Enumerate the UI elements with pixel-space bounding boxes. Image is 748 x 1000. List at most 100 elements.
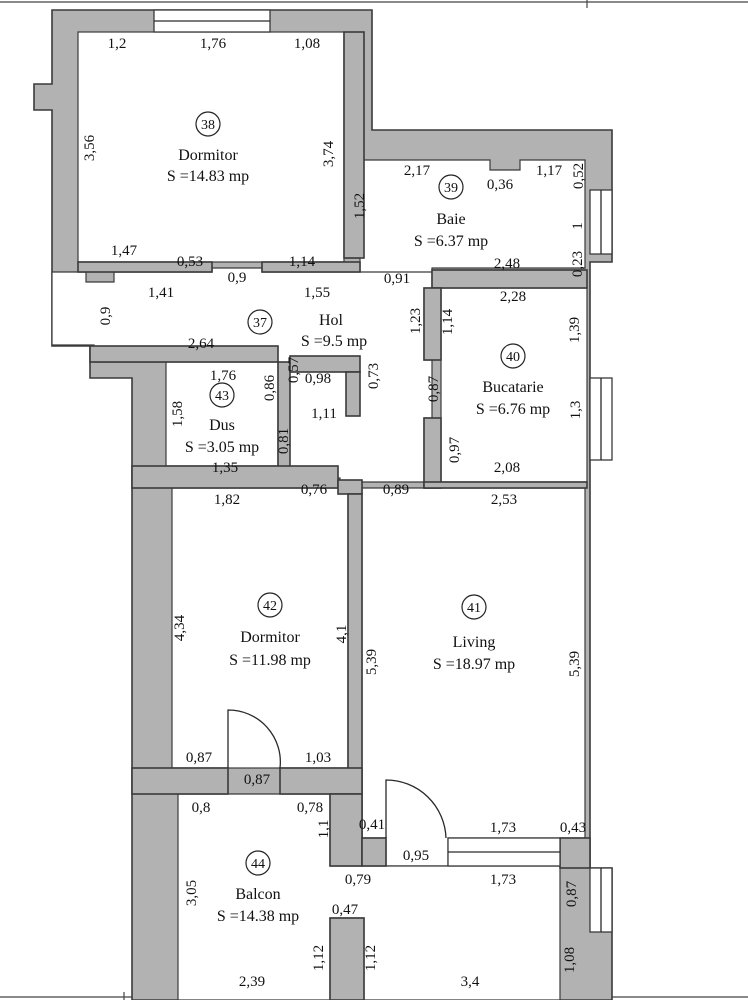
dimension-label: 0,76 [301,482,328,498]
dimension-label: 2,53 [491,492,517,508]
dimension-label: 2,64 [188,336,215,352]
room-number: 41 [467,601,481,616]
dimension-label: 0,87 [426,375,442,402]
room-name: Hol [319,312,344,329]
dimension-label: 1,08 [562,947,578,973]
dimension-label: 0,73 [366,363,382,389]
dimension-label: 2,17 [404,163,431,179]
room-label-41: 41 Living S =18.97 mp [433,594,515,673]
dimension-label: 5,39 [567,651,583,677]
dimension-label: 0,43 [560,820,586,836]
room-area: S =11.98 mp [229,652,311,669]
wall-segment [423,287,442,361]
dimension-label: 0,87 [244,772,271,788]
dimension-label: 0,9 [98,307,114,326]
dimension-label: 3,74 [321,140,337,167]
room-name: Bucatarie [482,379,543,396]
wall-segment [361,837,387,867]
room-area: S =9.5 mp [301,333,367,350]
dimension-label: 1,03 [305,750,331,766]
wall-segment [77,261,213,273]
dimension-label: 0,87 [186,750,213,766]
dimension-label: 2,39 [239,974,265,990]
room-label-43: 43 Dus S =3.05 mp [185,382,259,456]
room-name: Dus [209,417,235,434]
wall-segment [89,345,279,363]
room-number-badge [438,174,464,200]
room-label-38: 38 Dormitor S =14.83 mp [167,111,249,185]
dimension-label: 1,55 [304,285,330,301]
room-name: Dormitor [178,147,238,164]
dimension-label: 1,35 [212,460,238,476]
dimension-label: 1,12 [311,945,327,971]
dimension-label: 0,53 [177,254,203,270]
dimension-label: 1,3 [568,401,584,420]
dimension-label: 0,97 [447,436,463,463]
room-area: S =18.97 mp [433,656,515,673]
dimension-label: 1,76 [200,36,227,52]
dimension-label: 1,73 [490,820,516,836]
dimension-label: 0,91 [384,271,410,287]
room-number: 37 [253,316,267,331]
dimension-label: 4,1 [334,625,350,644]
dimension-label: 1,23 [408,308,424,334]
dimension-label: 2,28 [500,289,526,305]
wall-segment [559,837,591,869]
dimension-label: 3,05 [184,880,200,906]
dimension-label: 0,36 [487,177,514,193]
dimension-label: 0,78 [297,800,323,816]
dimension-label: 1,11 [311,406,337,422]
room-dormitor-42-floor [171,487,349,769]
room-number-badge [257,592,283,618]
wall-segment [431,269,588,289]
door-swing [385,779,447,839]
dimension-label: 2,08 [494,460,520,476]
dimension-label: 0,23 [570,251,586,277]
dimension-labels: 1,2 1,76 1,08 3,56 3,74 1,47 0,53 0,9 1,… [82,36,587,990]
dimension-label: 0,52 [571,163,587,189]
dimension-label: 0,98 [305,371,331,387]
dimension-label: 1,1 [316,820,332,839]
room-number: 42 [263,599,277,614]
dimension-label: 1 [570,222,586,230]
dimension-label: 1,58 [170,401,186,427]
wall-segment [337,479,363,495]
dimension-label: 1,76 [210,368,237,384]
dimension-label: 0,81 [276,428,292,454]
room-number-badge [195,111,221,137]
room-number-badge [209,382,235,408]
room-number: 40 [506,350,520,365]
wall-segment [423,481,588,489]
room-name: Living [453,634,496,651]
dimension-label: 1,08 [294,36,320,52]
dimension-label: 0,95 [403,848,429,864]
dimension-label: 4,34 [172,614,188,641]
room-number-badge [245,850,271,876]
dimension-label: 0,79 [345,872,371,888]
room-number-badge [500,343,526,369]
dimension-label: 1,47 [111,243,138,259]
room-number-badge [247,309,273,335]
room-area: S =14.83 mp [167,168,249,185]
dimension-label: 1,14 [289,254,316,270]
dimension-label: 3,56 [82,134,98,161]
room-label-37: 37 Hol S =9.5 mp [247,309,367,350]
wall-segment [131,465,339,489]
dimension-label: 1,52 [352,193,368,219]
wall-segment [343,31,365,259]
dimension-label: 0,8 [192,800,211,816]
dimension-label: 1,14 [440,308,456,335]
room-area: S =14.38 mp [217,908,299,925]
wall-segment [131,767,229,795]
wall-segment [289,355,361,373]
room-area: S =3.05 mp [185,439,259,456]
dimension-label: 1,82 [214,492,240,508]
room-label-40: 40 Bucatarie S =6.76 mp [476,343,550,418]
room-label-42: 42 Dormitor S =11.98 mp [229,592,311,669]
wall-segment [329,917,365,1000]
dimension-label: 0,57 [286,356,302,383]
door-swing [227,709,281,769]
dimension-label: 1,12 [363,945,379,971]
dimension-label: 1,2 [108,36,127,52]
